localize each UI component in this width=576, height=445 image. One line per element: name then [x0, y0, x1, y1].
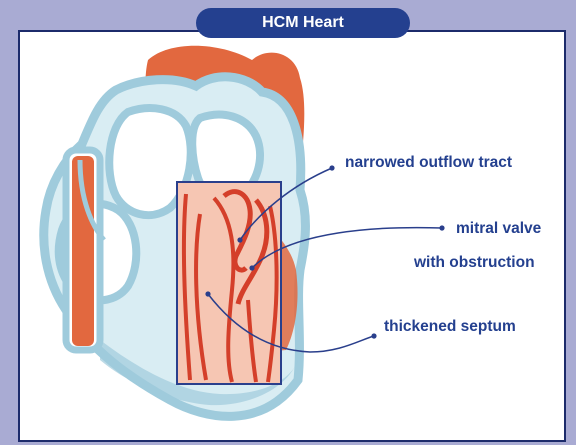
label-with-obstruction: with obstruction — [414, 254, 535, 272]
label-mitral-valve: mitral valve — [456, 220, 541, 238]
label-narrowed-outflow-tract: narrowed outflow tract — [345, 154, 512, 172]
diagram-title: HCM Heart — [196, 8, 410, 38]
leader-septum-dot-b — [371, 333, 376, 338]
diagram-title-text: HCM Heart — [262, 14, 344, 32]
leader-mitral-dot-b — [439, 225, 444, 230]
label-thickened-septum: thickened septum — [384, 318, 516, 336]
leader-outflow-dot-b — [329, 165, 334, 170]
leader-septum-dot-a — [205, 291, 210, 296]
leader-mitral-dot-a — [249, 265, 254, 270]
leader-outflow-dot-a — [237, 237, 242, 242]
